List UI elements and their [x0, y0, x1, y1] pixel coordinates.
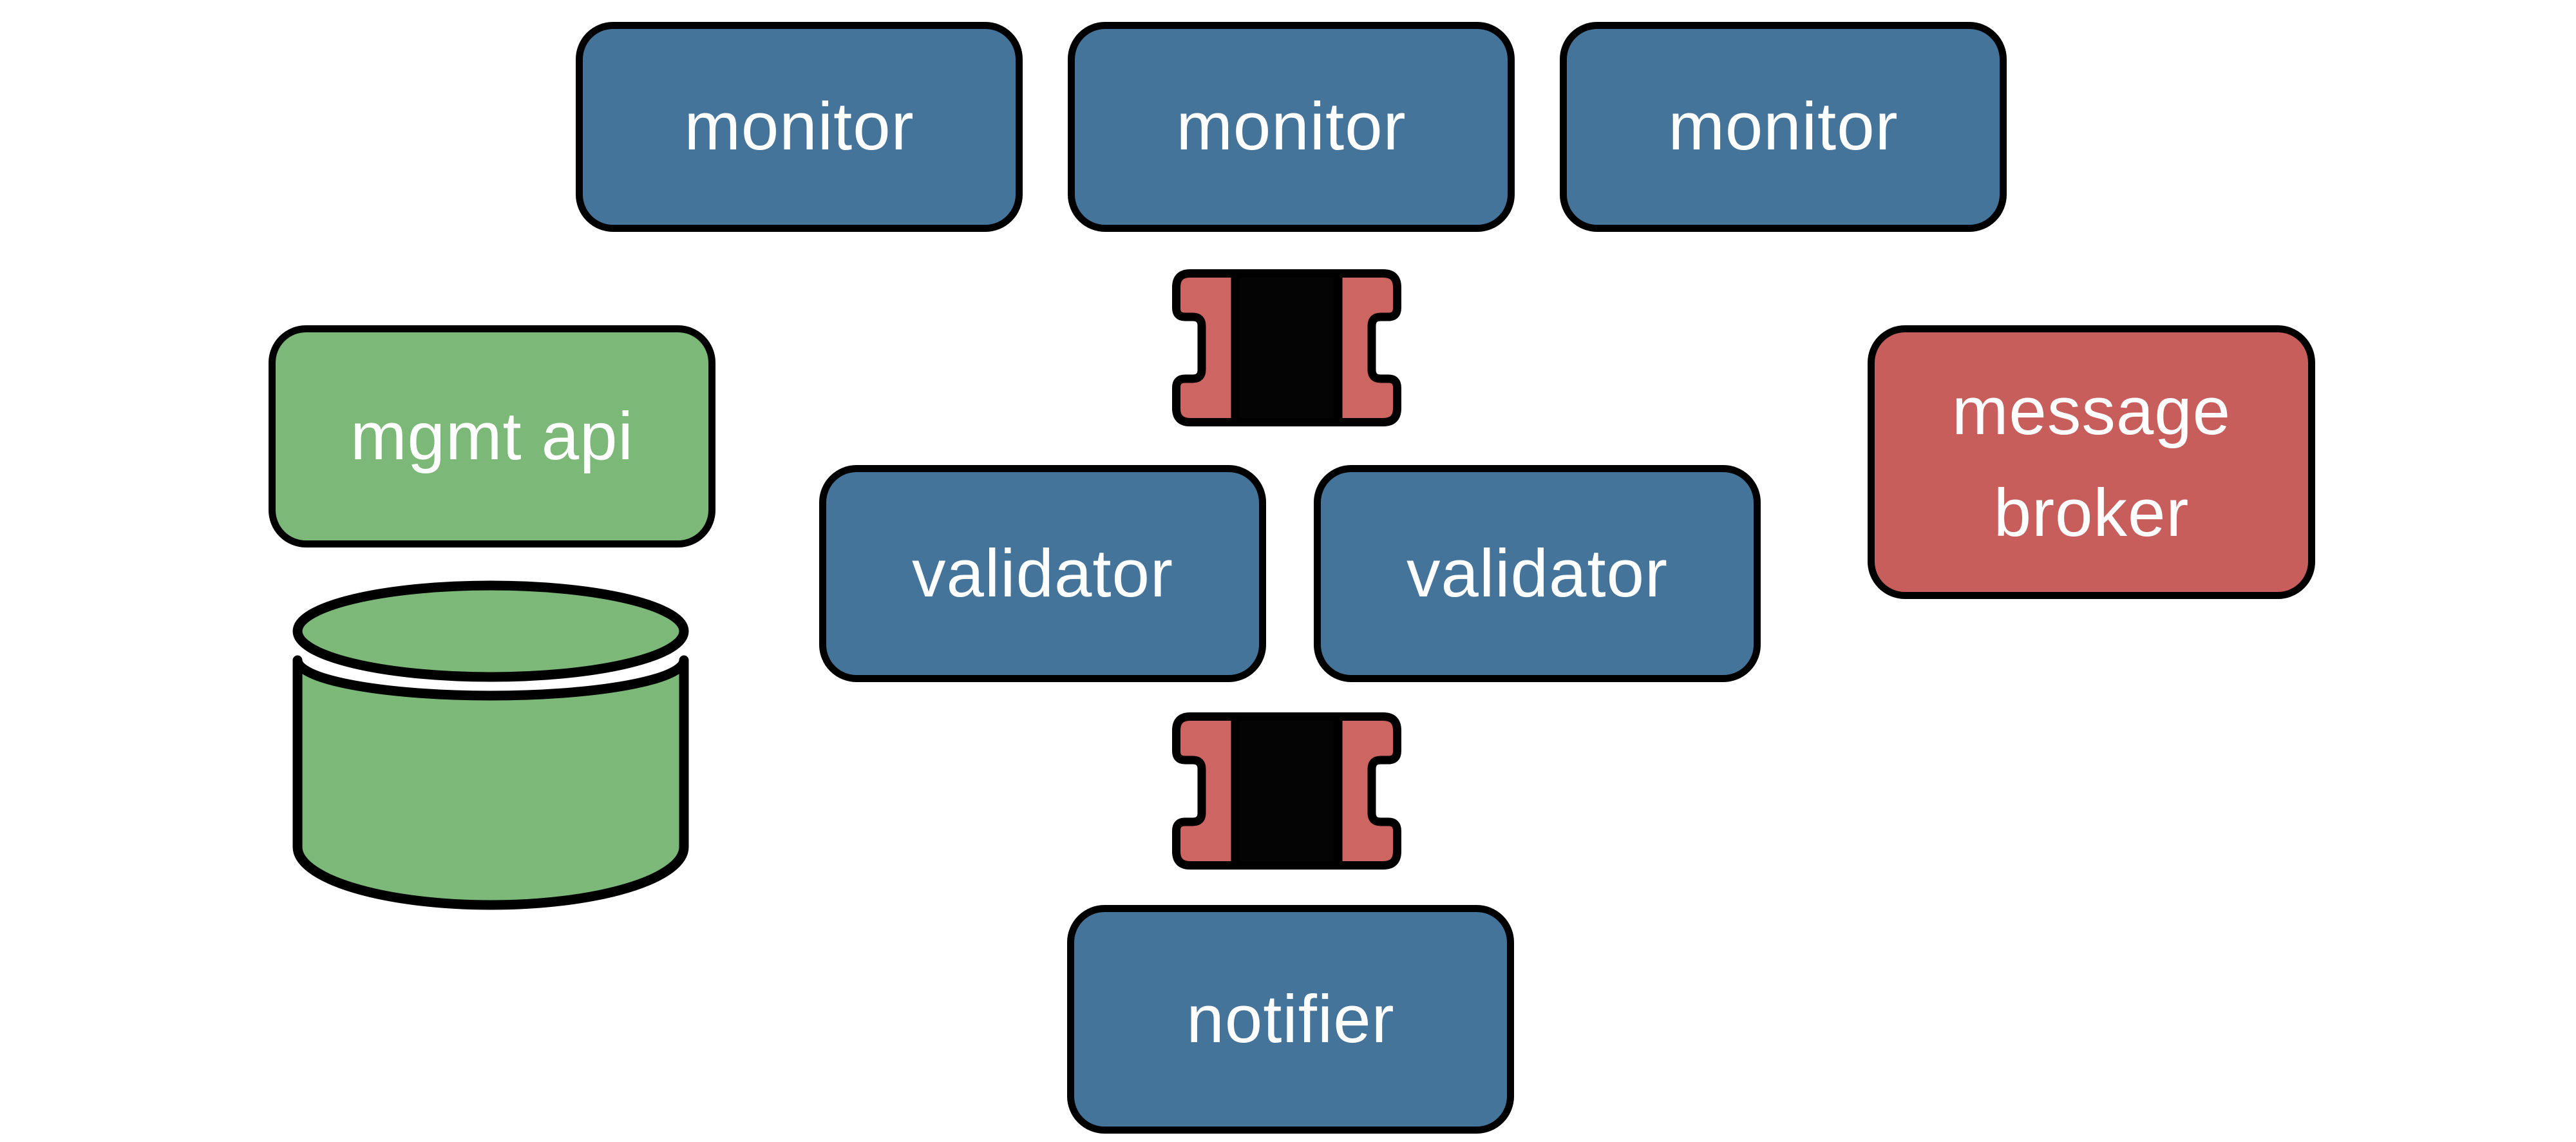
queue-bracket-right	[1334, 712, 1401, 870]
node-message-broker: message broker	[1868, 325, 2315, 599]
queue-buffer-rect	[1222, 269, 1351, 426]
database-body	[292, 655, 689, 910]
queue-icon	[1172, 712, 1401, 870]
node-monitor-3: monitor	[1560, 22, 2007, 232]
node-mgmt-api-label: mgmt api	[350, 398, 634, 474]
node-validator-2: validator	[1314, 465, 1761, 682]
node-monitor-2-label: monitor	[1176, 89, 1406, 165]
queue-bracket-left	[1172, 712, 1240, 870]
database-cylinder-icon	[290, 580, 692, 911]
database-lid	[292, 580, 689, 682]
queue-buffer-rect	[1222, 712, 1351, 870]
node-mgmt-api: mgmt api	[269, 325, 715, 547]
node-message-broker-label: message broker	[1951, 374, 2231, 551]
node-monitor-1: monitor	[576, 22, 1023, 232]
queue-bracket-right	[1334, 269, 1401, 426]
node-monitor-1-label: monitor	[684, 89, 914, 165]
node-validator-2-label: validator	[1406, 535, 1668, 611]
node-notifier-label: notifier	[1186, 981, 1395, 1057]
node-validator-1: validator	[819, 465, 1266, 682]
node-monitor-3-label: monitor	[1668, 89, 1899, 165]
node-validator-1-label: validator	[912, 535, 1173, 611]
queue-icon	[1172, 269, 1401, 426]
queue-bracket-left	[1172, 269, 1240, 426]
node-monitor-2: monitor	[1068, 22, 1515, 232]
node-notifier: notifier	[1067, 905, 1514, 1134]
